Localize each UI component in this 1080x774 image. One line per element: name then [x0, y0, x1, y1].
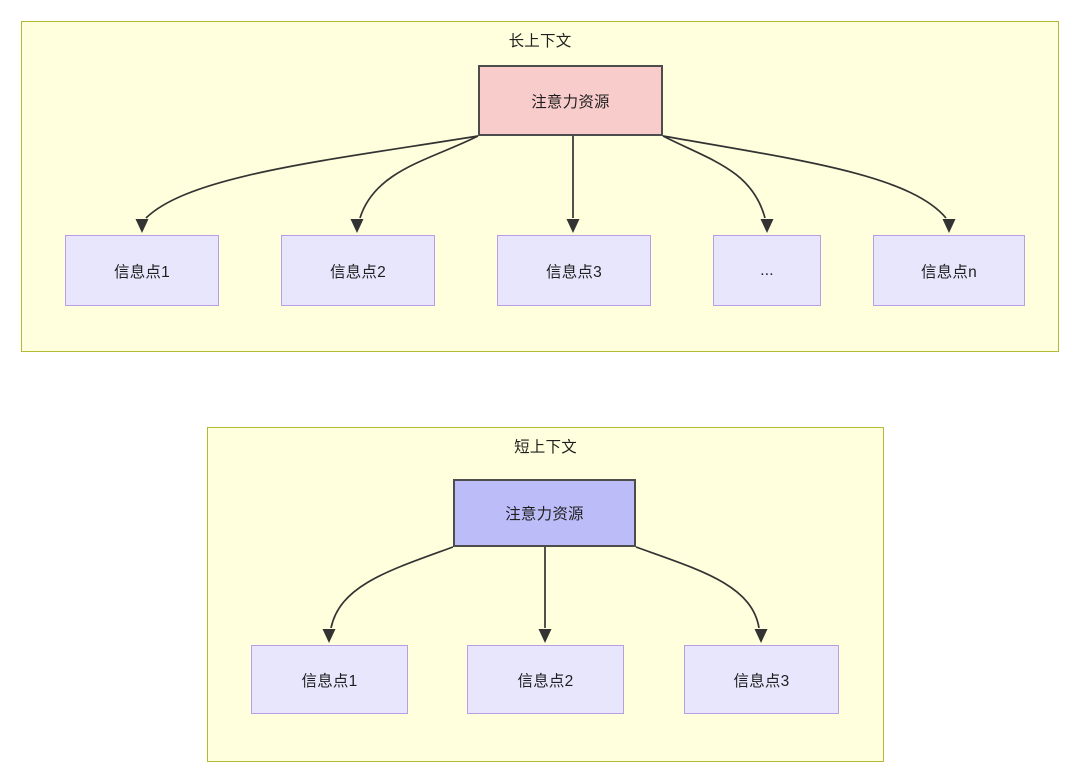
long-context-root-label: 注意力资源	[531, 93, 610, 111]
long-context-child-3[interactable]: 信息点3	[497, 235, 651, 306]
short-context-child-2-label: 信息点2	[517, 672, 574, 690]
short-context-child-1-label: 信息点1	[301, 672, 358, 690]
long-context-child-1-label: 信息点1	[114, 263, 170, 281]
long-context-child-3-label: 信息点3	[546, 263, 602, 281]
long-context-child-2[interactable]: 信息点2	[281, 235, 435, 306]
long-context-root-node[interactable]: 注意力资源	[478, 65, 663, 136]
long-context-child-n[interactable]: 信息点n	[873, 235, 1025, 306]
short-context-child-1[interactable]: 信息点1	[251, 645, 408, 714]
short-context-root-node[interactable]: 注意力资源	[453, 479, 636, 547]
group-short-context-title: 短上下文	[514, 439, 577, 456]
group-long-context-title: 长上下文	[508, 33, 572, 50]
short-context-root-label: 注意力资源	[505, 506, 584, 523]
short-context-child-3-label: 信息点3	[733, 672, 790, 690]
long-context-child-1[interactable]: 信息点1	[65, 235, 219, 306]
long-context-child-ellipsis-label: ...	[760, 261, 774, 279]
long-context-child-ellipsis[interactable]: ...	[713, 235, 821, 306]
long-context-child-n-label: 信息点n	[921, 263, 977, 281]
short-context-child-2[interactable]: 信息点2	[467, 645, 624, 714]
long-context-child-2-label: 信息点2	[330, 263, 386, 281]
short-context-child-3[interactable]: 信息点3	[684, 645, 839, 714]
